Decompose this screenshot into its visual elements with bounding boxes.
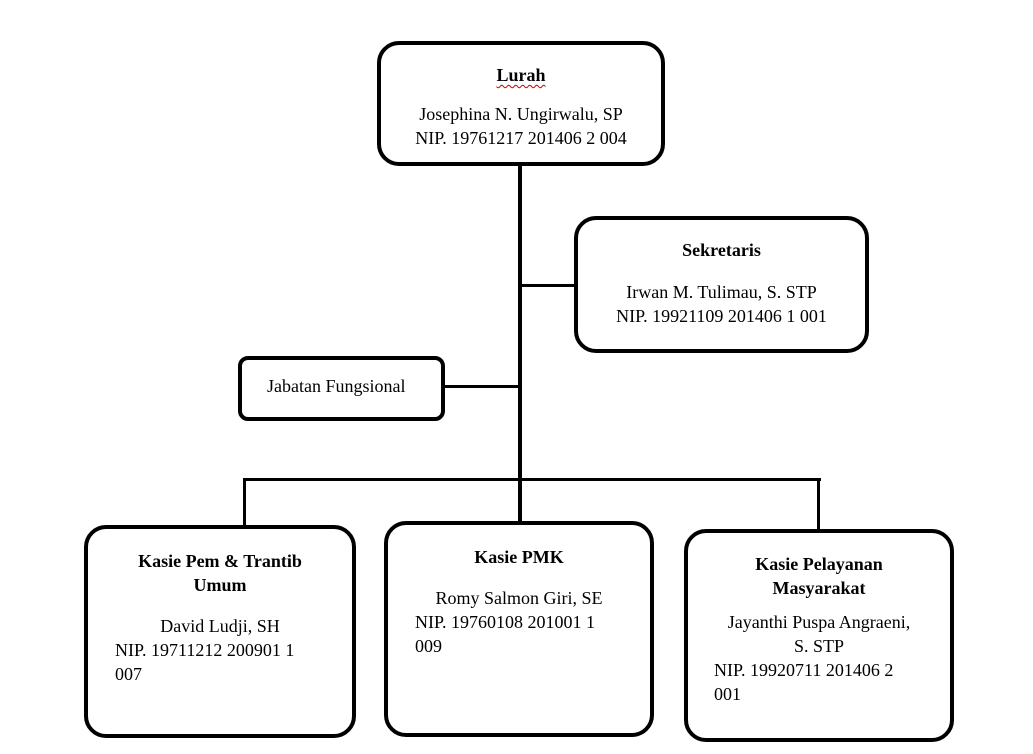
kasie-pmk-box: Kasie PMK Romy Salmon Giri, SE NIP. 1976… xyxy=(384,521,654,737)
sekretaris-title: Sekretaris xyxy=(682,240,761,260)
sekretaris-box: Sekretaris Irwan M. Tulimau, S. STP NIP.… xyxy=(574,216,869,353)
kasie-pem-title-line1: Kasie Pem & Trantib xyxy=(138,551,302,571)
jabatan-fungsional-label: Jabatan Fungsional xyxy=(267,376,406,396)
kasie-pelayanan-title-line2: Masyarakat xyxy=(772,578,866,598)
kasie-pelayanan-nip-line2: 001 xyxy=(714,684,741,704)
main-vertical-connector xyxy=(518,163,522,525)
kasie-pem-box: Kasie Pem & Trantib Umum David Ludji, SH… xyxy=(84,525,356,738)
lurah-box: Lurah Josephina N. Ungirwalu, SP NIP. 19… xyxy=(377,41,665,166)
sekretaris-connector xyxy=(520,284,577,287)
horizontal-branch-connector xyxy=(243,478,821,481)
sekretaris-nip: NIP. 19921109 201406 1 001 xyxy=(616,306,827,326)
kasie-pelayanan-name-line2: S. STP xyxy=(793,636,845,656)
jabatan-fungsional-box: Jabatan Fungsional xyxy=(238,356,445,421)
kasie-pem-connector xyxy=(243,478,246,528)
lurah-name: Josephina N. Ungirwalu, SP xyxy=(419,104,623,124)
kasie-pmk-name: Romy Salmon Giri, SE xyxy=(435,588,603,608)
kasie-pelayanan-title-line1: Kasie Pelayanan xyxy=(755,554,883,574)
kasie-pelayanan-nip-line1: NIP. 19920711 201406 2 xyxy=(714,660,894,680)
kasie-pem-nip-line2: 007 xyxy=(115,664,142,684)
kasie-pelayanan-box: Kasie Pelayanan Masyarakat Jayanthi Pusp… xyxy=(684,529,954,742)
jabatan-connector xyxy=(442,385,520,388)
kasie-pmk-nip-line2: 009 xyxy=(415,636,442,656)
kasie-pem-name: David Ludji, SH xyxy=(160,616,280,636)
lurah-nip: NIP. 19761217 201406 2 004 xyxy=(415,128,627,148)
kasie-pmk-nip-line1: NIP. 19760108 201001 1 xyxy=(415,612,596,632)
kasie-pem-nip-line1: NIP. 19711212 200901 1 xyxy=(115,640,295,660)
kasie-pelayanan-connector xyxy=(817,478,820,532)
kasie-pem-title-line2: Umum xyxy=(193,575,247,595)
kasie-pmk-title: Kasie PMK xyxy=(474,547,564,567)
sekretaris-name: Irwan M. Tulimau, S. STP xyxy=(626,282,817,302)
lurah-title: Lurah xyxy=(496,65,546,85)
kasie-pelayanan-name-line1: Jayanthi Puspa Angraeni, xyxy=(727,612,911,632)
